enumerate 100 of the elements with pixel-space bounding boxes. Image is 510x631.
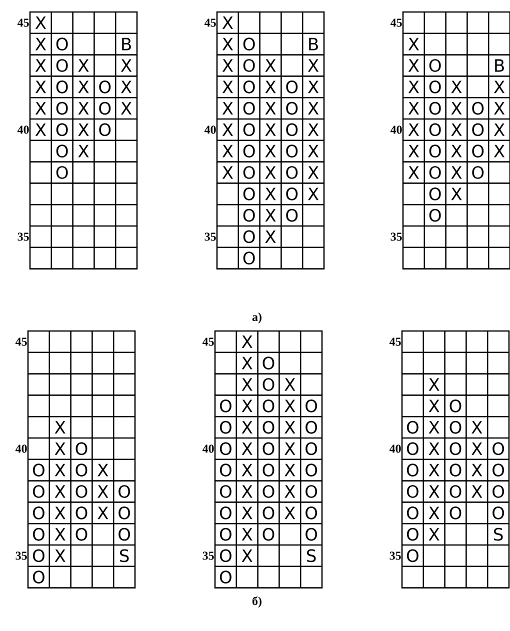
chart-mark: X: [308, 59, 319, 72]
chart-mark: O: [429, 187, 441, 200]
chart-mark: X: [242, 421, 252, 434]
chart-mark: O: [286, 208, 298, 222]
chart-mark: O: [220, 442, 232, 456]
chart-mark: X: [120, 59, 132, 72]
chart-mark: O: [492, 506, 504, 520]
chart-mark: X: [242, 356, 252, 370]
axis-label: 40: [389, 444, 401, 453]
chart-mark: O: [262, 420, 274, 434]
panel-label: a): [252, 312, 262, 324]
panel-label: б): [252, 596, 262, 608]
chart-mark: X: [35, 16, 46, 29]
chart-mark: O: [406, 549, 418, 562]
chart-mark: X: [408, 59, 419, 72]
chart-mark: X: [284, 506, 296, 520]
axis-label: 40: [204, 126, 216, 134]
chart-mark: O: [472, 123, 484, 136]
chart-mark: X: [408, 124, 419, 136]
chart-mark: X: [265, 230, 276, 243]
chart-mark: X: [451, 166, 462, 179]
chart-mark: O: [243, 187, 255, 200]
chart-mark: O: [76, 485, 88, 498]
axis-label: 40: [15, 444, 27, 453]
axis-label: 45: [389, 338, 401, 346]
chart-mark: O: [76, 528, 88, 541]
chart-mark: O: [56, 59, 68, 72]
chart-mark: X: [78, 59, 89, 72]
chart-mark: O: [472, 166, 484, 179]
chart-mark: X: [428, 442, 440, 455]
axis-label: 35: [390, 552, 401, 560]
chart-mark: X: [494, 144, 505, 158]
chart-mark: X: [428, 506, 440, 520]
chart-mark: S: [120, 549, 129, 562]
chart-mark: X: [308, 144, 319, 158]
chart-mark: O: [243, 252, 255, 265]
chart-mark: X: [265, 209, 276, 222]
chart-mark: O: [286, 102, 298, 115]
chart-mark: O: [118, 528, 130, 541]
chart-mark: O: [118, 506, 130, 520]
chart-mark: X: [265, 102, 276, 114]
chart-mark: X: [242, 336, 252, 348]
chart-mark: O: [56, 123, 68, 136]
chart-mark: X: [98, 506, 108, 520]
chart-mark: X: [408, 144, 419, 158]
chart-mark: O: [406, 420, 418, 434]
chart-mark: X: [35, 38, 46, 50]
chart-mark: O: [243, 166, 255, 179]
chart-mark: O: [429, 80, 441, 94]
chart-mark: O: [429, 166, 441, 179]
chart-mark: B: [122, 38, 131, 50]
chart-mark: X: [222, 59, 233, 72]
chart-mark: O: [492, 442, 504, 456]
chart-mark: X: [308, 166, 319, 179]
chart-mark: X: [451, 188, 462, 200]
chart-mark: X: [472, 485, 482, 498]
chart-mark: O: [220, 506, 232, 520]
chart-mark: O: [450, 399, 462, 412]
chart-mark: O: [450, 485, 462, 498]
chart-mark: O: [32, 570, 44, 584]
chart-mark: X: [408, 80, 419, 94]
chart-mark: X: [472, 421, 482, 434]
chart-mark: O: [306, 485, 318, 498]
chart-mark: X: [78, 144, 89, 158]
chart-mark: O: [243, 102, 255, 115]
chart-mark: X: [265, 144, 276, 158]
chart-mark: X: [428, 485, 440, 498]
chart-mark: X: [494, 102, 505, 114]
chart-mark: O: [220, 420, 232, 434]
chart-mark: X: [54, 485, 66, 498]
chart-mark: O: [32, 464, 44, 477]
chart-mark: X: [242, 378, 252, 391]
chart-mark: O: [118, 485, 130, 498]
axis-label: 45: [15, 338, 27, 346]
chart-mark: O: [492, 464, 504, 477]
chart-mark: O: [243, 38, 255, 51]
chart-mark: O: [32, 506, 44, 520]
chart-mark: X: [265, 80, 276, 94]
chart-mark: O: [220, 464, 232, 477]
chart-mark: X: [242, 528, 252, 540]
chart-mark: X: [494, 124, 505, 136]
chart-mark: X: [428, 464, 440, 476]
chart-mark: X: [222, 124, 233, 136]
chart-mark: O: [262, 399, 274, 412]
chart-mark: O: [262, 485, 274, 498]
chart-mark: O: [262, 528, 274, 541]
chart-mark: O: [243, 123, 255, 136]
chart-mark: X: [451, 144, 462, 158]
chart-mark: O: [262, 442, 274, 456]
chart-mark: O: [306, 399, 318, 412]
chart-mark: O: [220, 549, 232, 562]
chart-mark: S: [307, 549, 316, 562]
chart-mark: O: [262, 506, 274, 520]
chart-mark: O: [56, 144, 68, 158]
chart-mark: X: [408, 102, 419, 114]
chart-mark: X: [265, 166, 276, 179]
chart-mark: X: [428, 528, 440, 540]
chart-mark: O: [406, 528, 418, 541]
chart-mark: X: [222, 80, 233, 94]
chart-mark: X: [242, 400, 252, 412]
